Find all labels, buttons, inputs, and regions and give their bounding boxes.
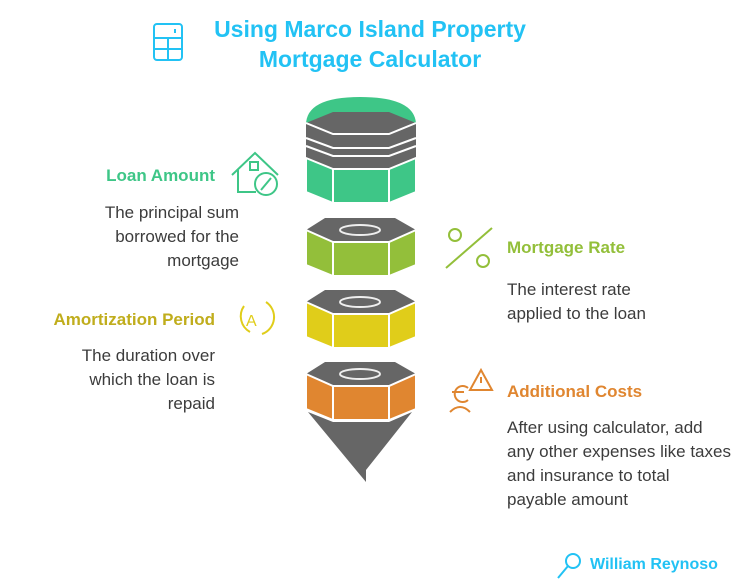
section-desc-loan-amount: The principal sum borrowed for the mortg… <box>104 203 239 270</box>
calculator-icon <box>153 23 183 61</box>
page-title: Using Marco Island Property Mortgage Cal… <box>214 16 526 72</box>
section-desc-additional-costs: After using calculator, add any other ex… <box>507 418 731 509</box>
euro-warning-icon <box>449 367 494 413</box>
pencil-segment-lime <box>305 218 417 277</box>
svg-text:A: A <box>246 313 257 330</box>
house-percent-icon <box>231 151 279 196</box>
section-heading-loan-amount: Loan Amount <box>106 166 215 185</box>
pencil-tip <box>308 412 412 482</box>
section-heading-amortization: Amortization Period <box>53 310 215 329</box>
magnifier-icon <box>557 553 581 579</box>
pencil-segment-yellow <box>305 290 417 349</box>
section-desc-mortgage-rate: The interest rate applied to the loan <box>507 280 646 323</box>
pencil-segment-orange <box>305 362 417 421</box>
pencil-eraser <box>305 97 417 204</box>
amortization-cycle-icon: A <box>239 301 276 335</box>
author-name: William Reynoso <box>590 556 718 573</box>
section-desc-amortization: The duration over which the loan is repa… <box>81 346 215 413</box>
section-heading-additional-costs: Additional Costs <box>507 382 643 401</box>
percent-icon <box>445 227 493 269</box>
section-heading-mortgage-rate: Mortgage Rate <box>507 238 626 257</box>
